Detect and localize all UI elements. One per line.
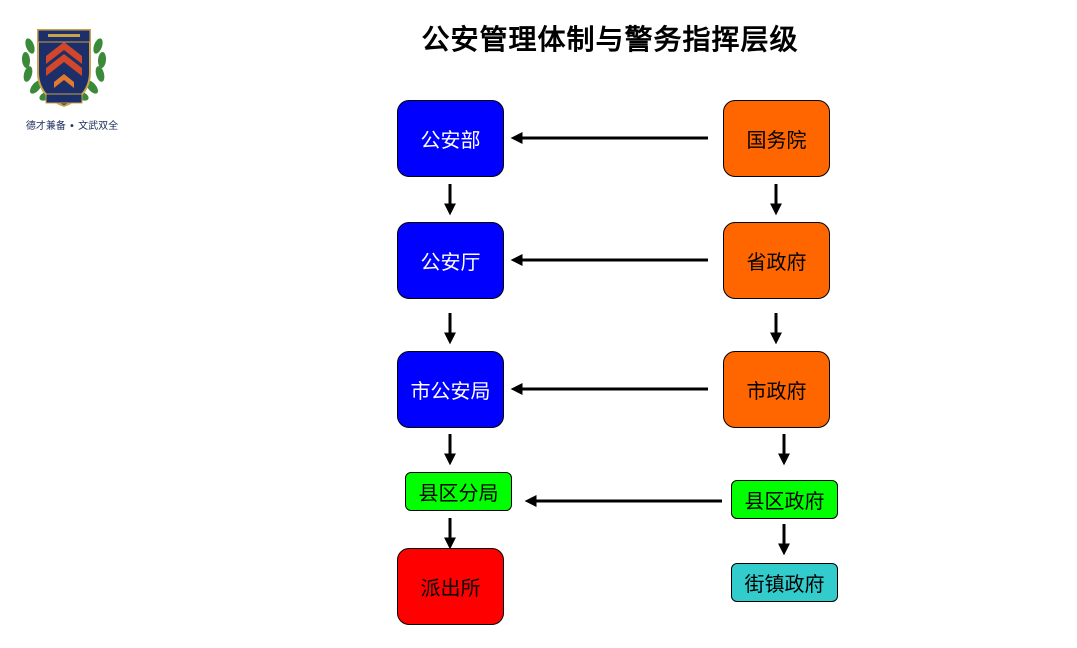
node-police-station: 派出所 [397, 548, 504, 625]
page-title: 公安管理体制与警务指挥层级 [421, 23, 799, 56]
node-ministry-of-public-security: 公安部 [397, 100, 504, 177]
node-county-government: 县区政府 [731, 480, 838, 519]
node-town-government: 街镇政府 [731, 563, 838, 602]
school-logo: 德才兼备 • 文武双全 [16, 16, 120, 134]
school-motto: 德才兼备 • 文武双全 [25, 121, 119, 132]
node-county-branch-bureau: 县区分局 [405, 472, 512, 511]
police-academy-emblem-icon [21, 29, 107, 108]
node-city-public-security-bureau: 市公安局 [397, 351, 504, 428]
node-city-government: 市政府 [723, 351, 830, 428]
node-public-security-department: 公安厅 [397, 222, 504, 299]
node-state-council: 国务院 [723, 100, 830, 177]
node-provincial-government: 省政府 [723, 222, 830, 299]
